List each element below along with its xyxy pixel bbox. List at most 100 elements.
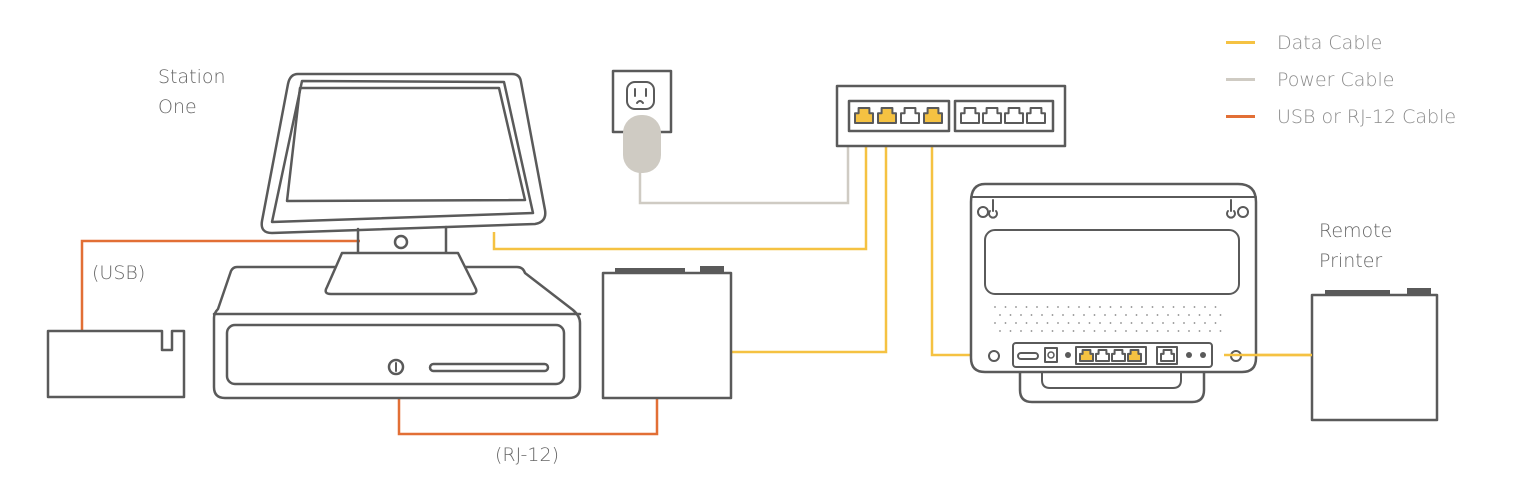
vent-dot bbox=[1099, 306, 1101, 308]
router-ports bbox=[1079, 349, 1175, 362]
vent-dot bbox=[1030, 314, 1033, 316]
legend-label-usb: USB or RJ-12 Cable bbox=[1277, 105, 1457, 128]
vent-dot bbox=[1114, 314, 1117, 316]
vent-dot bbox=[1188, 314, 1190, 316]
vent-dot bbox=[1078, 322, 1080, 324]
vent-dot bbox=[1204, 306, 1206, 308]
vent-dot bbox=[1141, 322, 1143, 324]
legend-item-data: Data Cable bbox=[1226, 24, 1456, 61]
router-port-4 bbox=[1127, 349, 1142, 362]
vent-dot bbox=[1125, 330, 1127, 332]
switch-port-7 bbox=[1004, 107, 1024, 124]
vent-dot bbox=[1156, 330, 1159, 332]
vent-dot bbox=[1088, 322, 1091, 324]
switch-port-8 bbox=[1026, 107, 1046, 124]
vent-dot bbox=[1015, 322, 1017, 324]
vent-dot bbox=[1172, 322, 1175, 324]
vent-dot bbox=[1020, 330, 1022, 332]
remote-printer bbox=[1310, 288, 1439, 422]
vent-dot bbox=[1057, 322, 1059, 324]
vent-dot bbox=[999, 330, 1001, 332]
router-port-2 bbox=[1095, 349, 1110, 362]
vent-dot bbox=[1146, 314, 1148, 316]
vent-dot bbox=[1083, 314, 1085, 316]
vent-dot bbox=[1067, 322, 1070, 324]
vent-dot bbox=[1093, 330, 1096, 332]
vent-dot bbox=[1146, 330, 1148, 332]
rj12-cable bbox=[397, 397, 659, 436]
vent-dot bbox=[1104, 330, 1106, 332]
data-cable-station-to-switch bbox=[492, 121, 868, 251]
vent-dot bbox=[1188, 330, 1190, 332]
kitchen-printer bbox=[601, 266, 733, 400]
router bbox=[969, 182, 1258, 404]
vent-dot bbox=[1025, 322, 1028, 324]
vent-dot bbox=[1120, 322, 1122, 324]
vent-dot bbox=[1036, 322, 1038, 324]
legend-swatch-power bbox=[1226, 78, 1255, 81]
data-cable-printer-to-switch bbox=[731, 121, 888, 354]
vent-dot bbox=[1104, 314, 1106, 316]
legend-swatch-data bbox=[1226, 41, 1255, 44]
switch-port-5 bbox=[960, 107, 980, 124]
router-port-1 bbox=[1079, 349, 1094, 362]
vent-dot bbox=[1177, 314, 1180, 316]
vent-dot bbox=[1046, 306, 1049, 308]
vent-dot bbox=[1109, 306, 1112, 308]
vent-dot bbox=[1141, 306, 1143, 308]
vent-dot bbox=[1209, 314, 1211, 316]
vent-dot bbox=[1093, 314, 1096, 316]
vent-dot bbox=[994, 322, 996, 324]
vent-dot bbox=[1198, 314, 1201, 316]
legend-label-data: Data Cable bbox=[1277, 31, 1383, 54]
vent-dot bbox=[1135, 330, 1138, 332]
vent-dot bbox=[1041, 330, 1043, 332]
vent-dot bbox=[1209, 330, 1211, 332]
vent-dot bbox=[1156, 314, 1159, 316]
switch-ports bbox=[854, 107, 1046, 124]
station-one-label: Station One bbox=[158, 66, 226, 118]
vent-dot bbox=[1030, 330, 1033, 332]
vent-dot bbox=[1088, 306, 1091, 308]
vent-dot bbox=[1151, 322, 1154, 324]
card-reader bbox=[46, 329, 186, 399]
usb-label: (USB) bbox=[92, 262, 146, 284]
station-one-monitor bbox=[260, 72, 547, 256]
vent-dot bbox=[1062, 314, 1064, 316]
vent-dot bbox=[999, 314, 1001, 316]
cable-legend: Data Cable Power Cable USB or RJ-12 Cabl… bbox=[1226, 24, 1456, 135]
vent-dot bbox=[1162, 322, 1164, 324]
vent-dot bbox=[1099, 322, 1101, 324]
remote-printer-label: Remote Printer bbox=[1319, 220, 1393, 272]
legend-label-power: Power Cable bbox=[1277, 68, 1395, 91]
vent-dot bbox=[1193, 322, 1196, 324]
vent-dot bbox=[1009, 330, 1012, 332]
vent-dot bbox=[1167, 330, 1169, 332]
switch-port-2 bbox=[877, 107, 897, 124]
vent-dot bbox=[1083, 330, 1085, 332]
vent-dot bbox=[1135, 314, 1138, 316]
vent-dot bbox=[1004, 306, 1007, 308]
switch-port-4 bbox=[923, 107, 943, 124]
switch-port-3 bbox=[900, 107, 920, 124]
vent-dot bbox=[1193, 306, 1196, 308]
vent-dot bbox=[1046, 322, 1049, 324]
wall-outlet-icon bbox=[611, 69, 673, 173]
cash-drawer bbox=[212, 251, 582, 400]
legend-item-power: Power Cable bbox=[1226, 61, 1456, 98]
rj12-label: (RJ-12) bbox=[495, 444, 559, 466]
vent-dot bbox=[1009, 314, 1012, 316]
vent-dot bbox=[1062, 330, 1064, 332]
vent-dot bbox=[1183, 306, 1185, 308]
vent-dot bbox=[1057, 306, 1059, 308]
vent-dot bbox=[1051, 330, 1054, 332]
vent-dot bbox=[1051, 314, 1054, 316]
router-vent-dots bbox=[994, 306, 1222, 332]
vent-dot bbox=[1162, 306, 1164, 308]
vent-dot bbox=[1172, 306, 1175, 308]
vent-dot bbox=[1036, 306, 1038, 308]
vent-dot bbox=[1004, 322, 1007, 324]
router-wan-port bbox=[1160, 349, 1175, 362]
vent-dot bbox=[1130, 306, 1133, 308]
